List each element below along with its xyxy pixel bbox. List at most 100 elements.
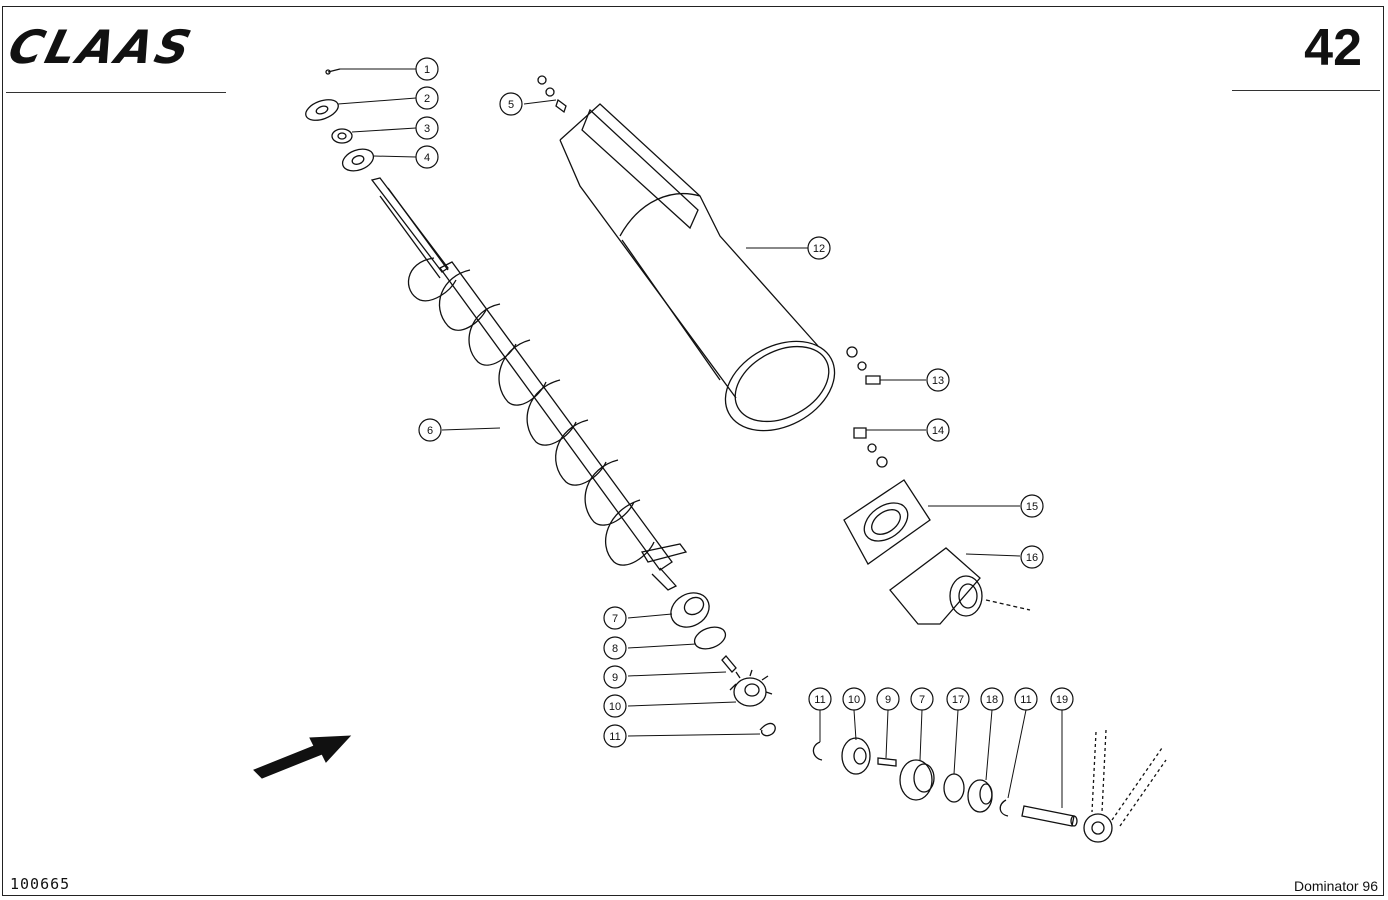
callout-number: 6 (427, 425, 433, 437)
callout-number: 4 (424, 152, 430, 164)
callout-number: 2 (424, 93, 430, 105)
part-3-nut (331, 128, 353, 144)
part-2-washer (305, 99, 339, 121)
callout-12: 12 (807, 236, 831, 260)
callout-14: 14 (926, 418, 950, 442)
part-10b-gear (841, 737, 871, 775)
callout-9b: 9 (876, 687, 900, 711)
callout-8: 8 (603, 636, 627, 660)
callout-10: 10 (603, 694, 627, 718)
callout-number: 14 (932, 425, 944, 437)
part-11b-circlip (812, 741, 823, 761)
callout-number: 13 (932, 375, 944, 387)
header-rule-left (6, 92, 226, 93)
part-9b-key (877, 757, 897, 767)
header-rule-right (1232, 90, 1380, 91)
page-frame (2, 6, 1384, 896)
callout-number: 12 (813, 243, 825, 255)
part-14-bolt (853, 427, 888, 468)
callout-number: 9 (885, 694, 891, 706)
callout-circle (1050, 687, 1074, 711)
callout-circle (415, 116, 439, 140)
part-19-shaft (1021, 805, 1078, 827)
callout-circle (980, 687, 1004, 711)
callout-number: 11 (609, 731, 620, 743)
callout-circle (499, 92, 523, 116)
part-7-bearing (670, 592, 710, 628)
callout-number: 19 (1056, 694, 1068, 706)
callout-number: 9 (612, 672, 618, 684)
callout-number: 10 (848, 694, 860, 706)
callout-5: 5 (499, 92, 523, 116)
callout-9: 9 (603, 665, 627, 689)
callout-11: 11 (603, 724, 627, 748)
part-7b-bearing (899, 759, 935, 801)
part-5-bolt (537, 75, 567, 114)
callout-circle (603, 724, 627, 748)
part-6-auger (370, 177, 688, 591)
callout-circle (1014, 687, 1038, 711)
callout-number: 16 (1026, 552, 1038, 564)
callout-circle (415, 145, 439, 169)
callout-number: 3 (424, 123, 430, 135)
callout-circle (418, 418, 442, 442)
direction-arrow (253, 735, 352, 779)
callout-16: 16 (1020, 545, 1044, 569)
callout-11c: 11 (1014, 687, 1038, 711)
part-18-bearing (967, 779, 993, 813)
callout-10b: 10 (842, 687, 866, 711)
part-13-bolt (846, 346, 881, 385)
callout-number: 8 (612, 643, 618, 655)
callout-18: 18 (980, 687, 1004, 711)
callout-circle (876, 687, 900, 711)
callout-number: 18 (986, 694, 998, 706)
callout-circle (603, 694, 627, 718)
callout-circle (946, 687, 970, 711)
part-10-gear (729, 669, 773, 707)
callout-number: 15 (1026, 501, 1038, 513)
callout-1: 1 (415, 57, 439, 81)
callout-circle (603, 665, 627, 689)
callout-13: 13 (926, 368, 950, 392)
callout-circle (926, 418, 950, 442)
callout-circle (926, 368, 950, 392)
callout-7b: 7 (910, 687, 934, 711)
part-17-ring (943, 773, 965, 803)
callout-number: 10 (609, 701, 621, 713)
document-number: 100665 (10, 875, 71, 893)
part-12-tube (559, 103, 836, 432)
callout-2: 2 (415, 86, 439, 110)
callout-number: 11 (1020, 694, 1031, 706)
callout-15: 15 (1020, 494, 1044, 518)
model-name: Dominator 96 (1293, 878, 1378, 894)
callout-circle (415, 57, 439, 81)
part-16-cover (889, 547, 1031, 625)
callout-6: 6 (418, 418, 442, 442)
callout-circle (603, 606, 627, 630)
callout-17: 17 (946, 687, 970, 711)
callout-circle (415, 86, 439, 110)
sprocket (1083, 729, 1167, 843)
callout-3: 3 (415, 116, 439, 140)
callout-number: 5 (508, 99, 514, 111)
part-9-key (721, 655, 737, 673)
callout-circle (807, 236, 831, 260)
leader-lines (337, 68, 1063, 808)
part-1-pin (325, 68, 341, 75)
part-11c-circlip (999, 799, 1009, 817)
callout-11b: 11 (808, 687, 832, 711)
part-8-snap-ring (693, 626, 727, 650)
callout-circle (842, 687, 866, 711)
page-number: 42 (1304, 19, 1362, 77)
part-15-bearing-housing (843, 479, 931, 565)
callout-19: 19 (1050, 687, 1074, 711)
callout-number: 7 (612, 613, 618, 625)
callout-circle (1020, 494, 1044, 518)
callout-circle (603, 636, 627, 660)
part-11-circlip (759, 722, 776, 737)
callout-circle (1020, 545, 1044, 569)
callout-circle (910, 687, 934, 711)
callout-7: 7 (603, 606, 627, 630)
